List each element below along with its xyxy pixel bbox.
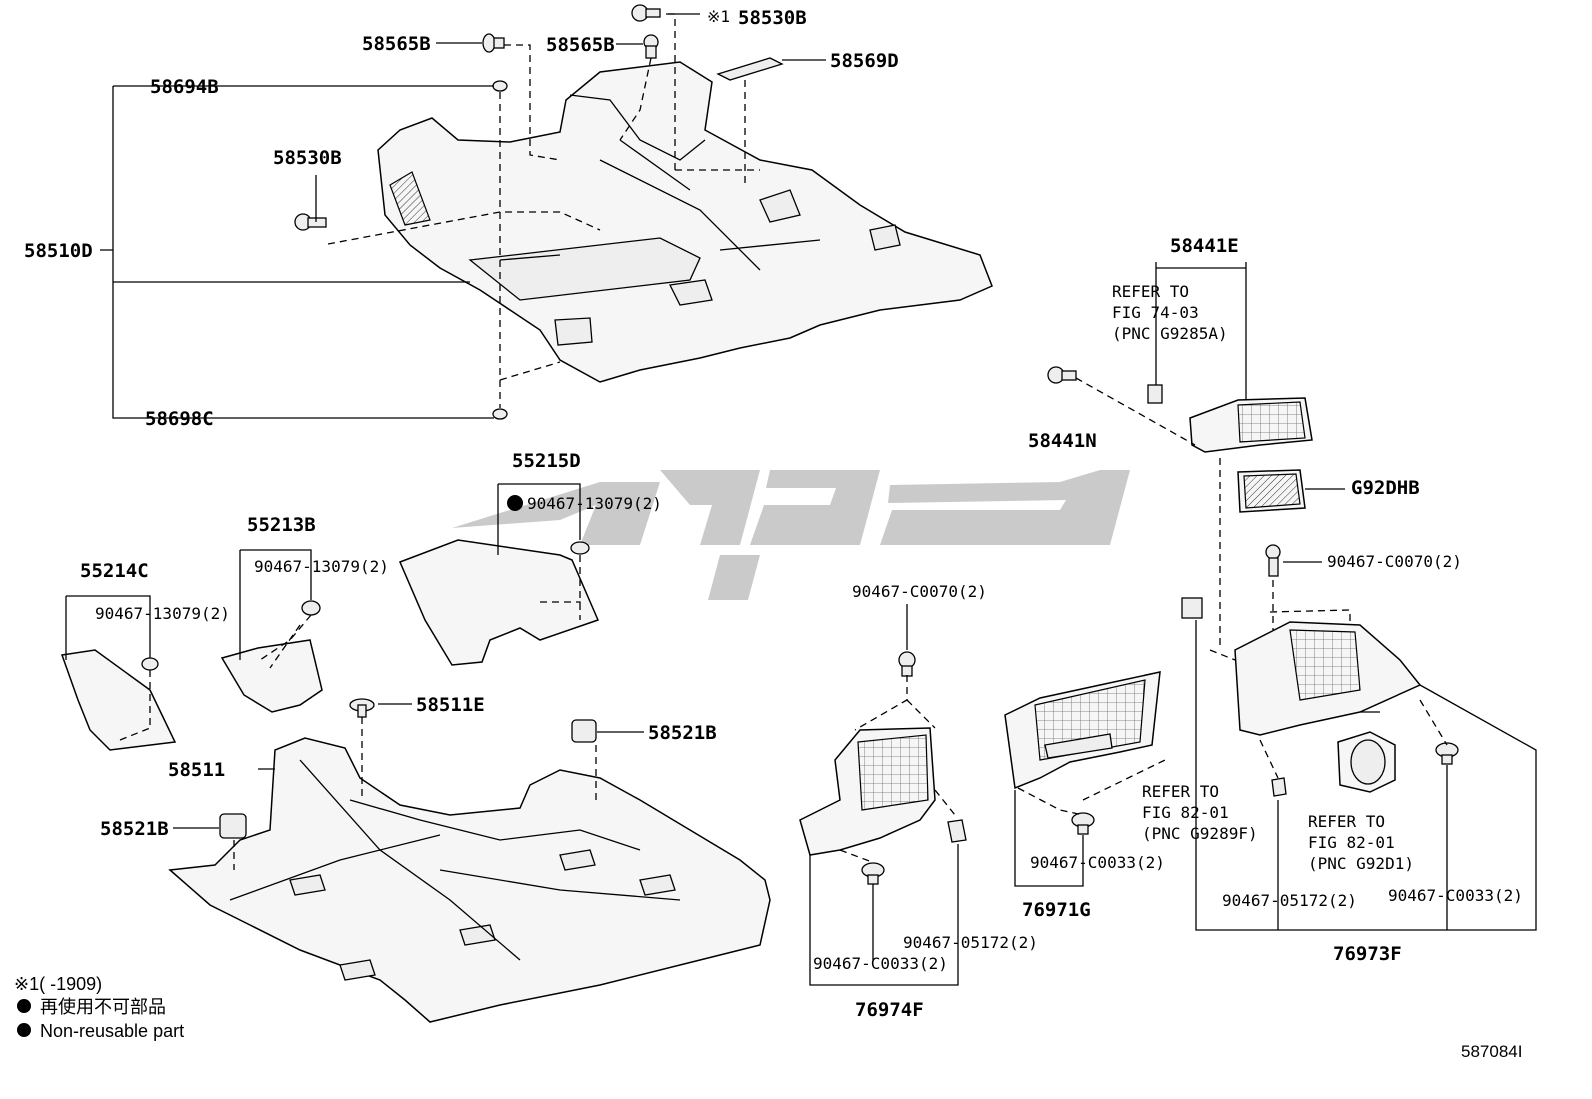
part-number-label: 55214C	[80, 560, 149, 582]
floor-mat-side[interactable]	[60, 649, 177, 751]
clip-icon	[141, 657, 159, 671]
part-number-label: 76973F	[1333, 943, 1402, 965]
part-number-label: 58565B	[546, 34, 615, 56]
reference-text: (PNC G9289F)	[1142, 824, 1258, 843]
legend-note: ※1( -1909)	[14, 974, 102, 994]
reference-text: FIG 74-03	[1112, 303, 1199, 322]
reference-text: (PNC G9285A)	[1112, 324, 1228, 343]
bracket-icon	[716, 57, 784, 81]
reference-text: REFER TO	[1308, 812, 1385, 831]
part-number-label: 58530B	[273, 147, 342, 169]
retainer-icon	[861, 862, 885, 885]
retainer-icon	[1071, 812, 1095, 835]
reference-text: (PNC G92D1)	[1308, 854, 1414, 873]
push-retainer-icon	[1047, 366, 1077, 384]
part-number-label: 55215D	[512, 450, 581, 472]
reference-text: FIG 82-01	[1308, 833, 1395, 852]
part-number-label: 58510D	[24, 240, 93, 262]
quarter-trim-middle[interactable]	[1004, 671, 1161, 790]
part-number-label: 58521B	[648, 722, 717, 744]
part-number-label: 58694B	[150, 76, 219, 98]
part-number-label: 58441E	[1170, 235, 1239, 257]
part-number-label: 58441N	[1028, 430, 1097, 452]
trim-panel-upper[interactable]	[1189, 397, 1313, 453]
floor-mat-center[interactable]	[220, 639, 323, 713]
part-number-label: 90467-C0070(2)	[852, 582, 987, 601]
part-number-label: 90467-C0070(2)	[1327, 552, 1462, 571]
non-reusable-dot-icon	[17, 1023, 31, 1037]
tag-icon	[1147, 384, 1163, 404]
part-number-label: 90467-05172(2)	[1222, 891, 1357, 910]
push-retainer-icon	[631, 4, 661, 22]
clip-icon	[301, 600, 321, 616]
part-number-label: 58565B	[362, 33, 431, 55]
clip-icon	[570, 541, 590, 555]
clip-icon	[571, 719, 597, 743]
part-number-label: 90467-C0033(2)	[813, 954, 948, 973]
part-number-label: 90467-C0033(2)	[1030, 853, 1165, 872]
part-number-label: 58511	[168, 759, 225, 781]
floor-carpet-front[interactable]	[377, 61, 993, 383]
part-number-label: 90467-C0033(2)	[1388, 886, 1523, 905]
push-retainer-icon	[898, 651, 916, 677]
clip-icon	[947, 819, 967, 843]
clip-icon	[482, 33, 505, 53]
legend-note: Non-reusable part	[40, 1021, 184, 1041]
part-number-label: 90467-13079(2)	[254, 557, 389, 576]
part-number-label: 90467-13079(2)	[527, 494, 662, 513]
speaker-grille-icon[interactable]	[1237, 469, 1306, 513]
retainer-icon	[349, 698, 375, 718]
part-number-label: 90467-13079(2)	[95, 604, 230, 623]
non-reusable-dot-icon	[17, 999, 31, 1013]
quarter-trim-front[interactable]	[799, 727, 936, 856]
figure-code: 587084I	[1461, 1042, 1522, 1061]
part-number-label: 58521B	[100, 818, 169, 840]
clip-icon	[1271, 777, 1287, 797]
floor-carpet-rear[interactable]	[168, 737, 771, 1023]
part-number-label: 58530B	[738, 7, 807, 29]
part-number-label: 55213B	[247, 514, 316, 536]
watermark-logo	[452, 470, 1130, 600]
tag-icon	[1181, 597, 1203, 619]
part-number-label: 76971G	[1022, 899, 1091, 921]
non-reusable-dot-icon	[507, 495, 523, 511]
retainer-icon	[1435, 742, 1459, 765]
grommet-icon	[492, 80, 508, 92]
quarter-trim-rear[interactable]	[1234, 621, 1422, 736]
legend-note: 再使用不可部品	[40, 997, 166, 1017]
push-retainer-icon	[1265, 544, 1281, 577]
reference-text: FIG 82-01	[1142, 803, 1229, 822]
annotation-mark: ※1	[707, 7, 730, 26]
part-number-label: 90467-05172(2)	[903, 933, 1038, 952]
part-number-label: 58698C	[145, 408, 214, 430]
part-number-label: 76974F	[855, 999, 924, 1021]
clip-icon	[219, 813, 247, 839]
reference-text: REFER TO	[1112, 282, 1189, 301]
part-number-label: G92DHB	[1351, 477, 1420, 499]
speaker-box-icon[interactable]	[1337, 731, 1396, 793]
clip-icon	[643, 34, 659, 59]
retainer-icon	[294, 213, 327, 231]
grommet-icon	[492, 408, 508, 420]
part-number-label: 58511E	[416, 694, 485, 716]
floor-mat-rear[interactable]	[399, 539, 600, 666]
reference-text: REFER TO	[1142, 782, 1219, 801]
part-number-label: 58569D	[830, 50, 899, 72]
